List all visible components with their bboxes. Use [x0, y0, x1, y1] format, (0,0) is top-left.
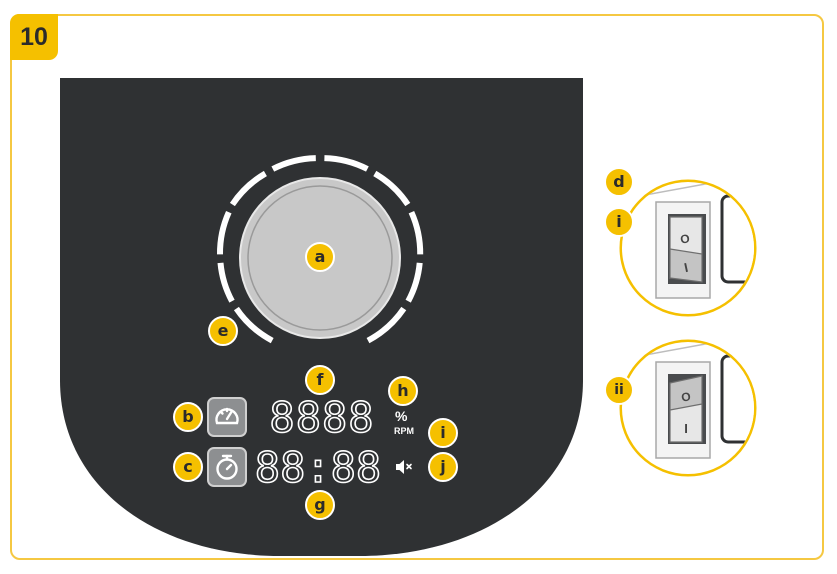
- speedometer-icon: [215, 407, 239, 425]
- mute-icon: [396, 460, 412, 474]
- speed-display: 8888: [269, 393, 374, 442]
- switch-off-symbol: O: [679, 231, 691, 247]
- timer-display: 88:88: [255, 443, 381, 492]
- speed-button[interactable]: [207, 397, 247, 437]
- rocker-switch-icon[interactable]: [669, 216, 703, 283]
- switch-on-symbol: I: [683, 260, 690, 275]
- callout-j: j: [428, 452, 458, 482]
- dial-light-ring: [216, 155, 424, 344]
- switch-on-symbol: I: [684, 421, 688, 436]
- callout-switch-i: i: [604, 207, 634, 237]
- callout-d: d: [604, 167, 634, 197]
- unit-rpm-label: RPM: [394, 426, 414, 436]
- callout-h: h: [388, 376, 418, 406]
- power-switch-detail-i: O I: [619, 179, 757, 317]
- step-number-badge: 10: [10, 14, 58, 60]
- power-switch-detail-ii: O I: [619, 339, 757, 477]
- unit-percent-label: %: [395, 408, 408, 424]
- callout-switch-ii: ii: [604, 375, 634, 405]
- diagram-frame: [10, 14, 824, 560]
- switch-off-symbol: O: [680, 389, 692, 405]
- callout-g: g: [305, 490, 335, 520]
- callout-b: b: [173, 402, 203, 432]
- control-knob-inner-ring: [247, 185, 393, 331]
- callout-f: f: [305, 365, 335, 395]
- timer-icon: [216, 454, 238, 480]
- callout-c: c: [173, 452, 203, 482]
- callout-a: a: [305, 242, 335, 272]
- callout-e: e: [208, 316, 238, 346]
- timer-button[interactable]: [207, 447, 247, 487]
- rocker-switch-icon[interactable]: [669, 375, 703, 443]
- callout-i: i: [428, 418, 458, 448]
